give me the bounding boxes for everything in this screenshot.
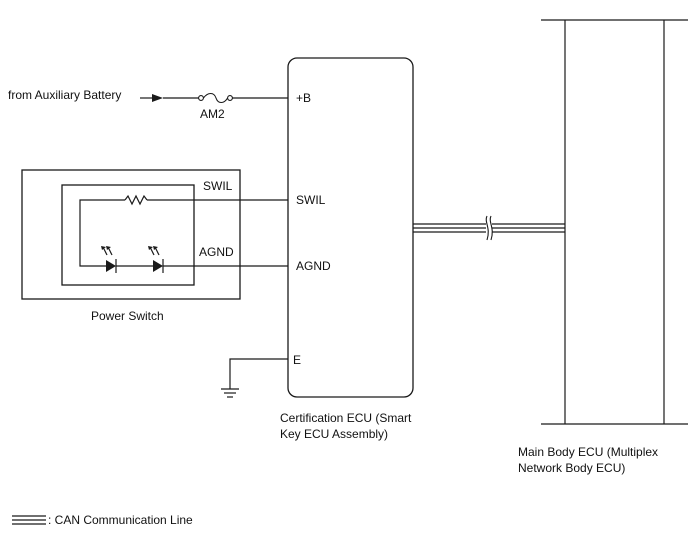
ecu-pin-e: E (293, 353, 301, 367)
fuse-label: AM2 (200, 107, 225, 121)
fuse-icon (198, 92, 233, 104)
battery-label: from Auxiliary Battery (8, 88, 121, 102)
certification-ecu-title-line2: Key ECU Assembly) (280, 427, 388, 441)
can-line (413, 223, 565, 233)
power-switch-inner-box (61, 184, 195, 286)
certification-ecu-box (287, 57, 414, 398)
ecu-pin-agnd: AGND (296, 259, 331, 273)
main-body-ecu-title-line1: Main Body ECU (Multiplex (518, 445, 658, 459)
ground-wire (229, 358, 288, 389)
main-body-ecu-title-line2: Network Body ECU) (518, 461, 625, 475)
ecu-pin-swil: SWIL (296, 193, 326, 207)
main-body-ecu-box (541, 19, 688, 425)
led-2-icon (148, 246, 164, 273)
power-switch-title: Power Switch (91, 309, 164, 323)
power-switch-swil-label: SWIL (203, 179, 233, 193)
ecu-pin-b: +B (296, 91, 311, 105)
can-legend-icon (12, 515, 46, 525)
power-switch-internal-wire (79, 199, 125, 267)
ground-icon (221, 388, 239, 398)
power-switch-agnd-label: AGND (199, 245, 234, 259)
battery-arrow-icon (140, 94, 163, 102)
led-1-icon (101, 246, 117, 273)
can-line-break-icon (485, 215, 493, 241)
power-switch-outer-box (21, 169, 241, 300)
resistor-icon (124, 194, 148, 206)
certification-ecu-title-line1: Certification ECU (Smart (280, 411, 412, 425)
can-legend-label: : CAN Communication Line (48, 513, 193, 527)
